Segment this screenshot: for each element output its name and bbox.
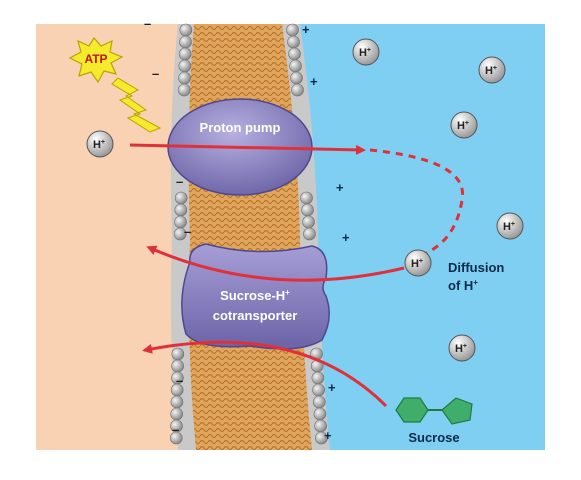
cotransporter-label: Sucrose-H+ xyxy=(220,288,290,303)
negative-charge: – xyxy=(144,16,151,31)
lipid-bilayer xyxy=(169,23,330,450)
proton-pump-arrow xyxy=(129,143,366,155)
phospholipid-head xyxy=(174,191,188,205)
phospholipid-head xyxy=(302,215,315,229)
diffusion-label: Diffusion xyxy=(448,260,504,275)
phospholipid-head xyxy=(178,59,192,73)
positive-charge: + xyxy=(342,230,350,245)
h-ion: H+ xyxy=(352,38,380,66)
phospholipid-head xyxy=(173,227,187,241)
energy-bolt-icon xyxy=(111,77,162,133)
diffusion-label-line2: of H+ xyxy=(448,278,478,293)
h-return-arrow xyxy=(146,245,405,282)
h-ion: H+ xyxy=(478,56,506,84)
phospholipid-head xyxy=(178,71,191,85)
phospholipid-head xyxy=(300,191,313,205)
atp-star-icon xyxy=(68,36,124,84)
diffusion-dashed-path xyxy=(369,148,465,256)
phospholipid-head xyxy=(171,347,185,361)
phospholipid-head xyxy=(289,59,302,73)
membrane-charges: – – – – – – + + + + + + xyxy=(144,16,350,443)
phospholipid-head xyxy=(313,407,327,421)
phospholipid-head xyxy=(286,23,299,37)
negative-charge: – xyxy=(176,174,183,189)
phospholipid-head xyxy=(169,431,183,445)
cotransporter-label-line2: cotransporter xyxy=(213,308,298,323)
h-ion: H+ xyxy=(496,212,524,240)
negative-charge: – xyxy=(172,422,179,437)
negative-charge: – xyxy=(184,224,191,239)
phospholipid-head xyxy=(174,203,188,217)
h-ion: H+ xyxy=(86,130,114,158)
phospholipid-head xyxy=(287,35,300,49)
phospholipid-head xyxy=(288,47,301,61)
phospholipid-head xyxy=(170,407,183,421)
positive-charge: + xyxy=(324,428,332,443)
negative-charge: – xyxy=(152,66,159,81)
positive-charge: + xyxy=(328,380,336,395)
phospholipid-head xyxy=(179,23,193,37)
hydrogen-ions: H+H+H+H+H+H+H+ xyxy=(86,38,524,362)
phospholipid-head xyxy=(179,35,192,49)
sucrose-import-arrow xyxy=(142,340,388,408)
phospholipid-head xyxy=(178,47,192,61)
proton-pump-label: Proton pump xyxy=(200,120,281,135)
transport-arrows xyxy=(129,143,465,408)
positive-charge: + xyxy=(302,22,310,37)
positive-charge: + xyxy=(310,74,318,89)
phospholipid-head xyxy=(301,203,314,217)
exterior-region xyxy=(286,24,545,450)
sucrose-h-cotransporter: Sucrose-H+ cotransporter xyxy=(181,243,330,350)
phospholipid-heads-outer xyxy=(286,23,328,445)
phospholipid-head xyxy=(315,431,328,445)
positive-charge: + xyxy=(336,180,344,195)
phospholipid-head xyxy=(177,83,191,97)
h-ion: H+ xyxy=(448,334,476,362)
phospholipid-heads-inner xyxy=(169,23,193,445)
phospholipid-head xyxy=(291,83,304,97)
phospholipid-head xyxy=(290,71,303,85)
sucrose-label: Sucrose xyxy=(408,430,459,445)
sucrose-ring-right-icon xyxy=(441,397,473,425)
h-ion: H+ xyxy=(404,249,432,277)
negative-charge: – xyxy=(176,373,183,388)
phospholipid-head xyxy=(312,383,325,397)
atp-burst: ATP xyxy=(68,36,162,133)
phospholipid-head xyxy=(312,395,326,409)
phospholipid-head xyxy=(170,395,184,409)
h-ion: H+ xyxy=(450,111,478,139)
phospholipid-head xyxy=(171,359,184,373)
sucrose-molecule: Sucrose xyxy=(395,397,473,445)
phospholipid-head xyxy=(311,371,325,385)
atp-label: ATP xyxy=(84,52,107,66)
phospholipid-head xyxy=(303,227,316,241)
